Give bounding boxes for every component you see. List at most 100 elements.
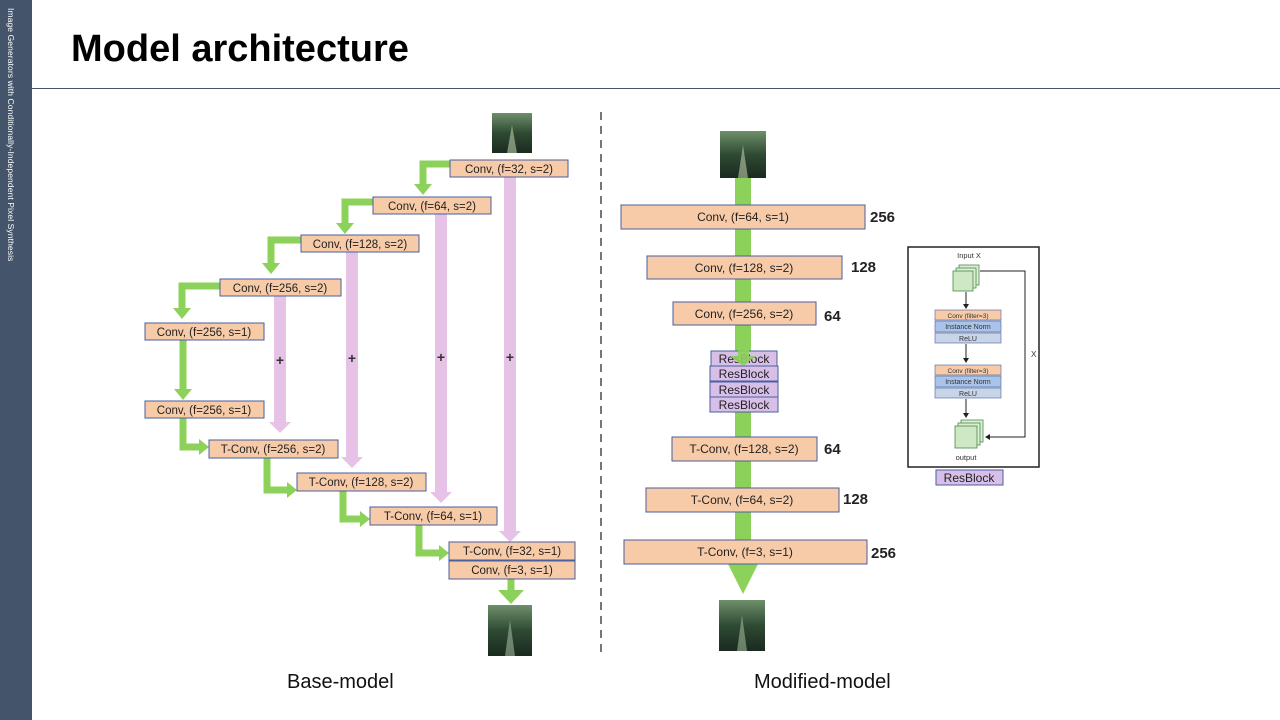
base-block-label: T-Conv, (f=256, s=2) — [221, 444, 326, 456]
flow-arrow — [341, 198, 374, 225]
base-block: Conv, (f=256, s=1) — [144, 400, 265, 419]
skip-connections — [269, 177, 521, 542]
size-label: 64 — [824, 308, 841, 325]
flow-arrow — [419, 160, 450, 186]
mod-block-label: T-Conv, (f=128, s=2) — [689, 442, 798, 456]
mod-block: Conv, (f=64, s=1) — [620, 204, 866, 230]
skip-plus: + — [348, 350, 356, 366]
base-block: T-Conv, (f=128, s=2) — [296, 472, 427, 492]
mod-block-label: T-Conv, (f=3, s=1) — [697, 545, 793, 559]
arrow-head — [414, 184, 432, 195]
slide-title: Model architecture — [71, 28, 409, 70]
residual-connection — [980, 270, 1026, 438]
resblock: ResBlock — [709, 381, 779, 398]
input-image — [492, 113, 532, 153]
arrow-head — [199, 439, 209, 455]
base-block: Conv, (f=256, s=2) — [219, 278, 342, 297]
resblock: ResBlock — [709, 365, 779, 382]
arrow-head — [173, 308, 191, 319]
arrow-head — [360, 511, 370, 527]
resblock: ResBlock — [709, 396, 779, 413]
flow-arrow — [178, 282, 221, 310]
base-block-label: Conv, (f=64, s=2) — [388, 201, 476, 213]
mod-block: Conv, (f=256, s=2) — [672, 301, 817, 326]
mod-block-label: Conv, (f=256, s=2) — [695, 307, 794, 321]
layer-label: ReLU — [959, 336, 977, 343]
base-block-label: T-Conv, (f=128, s=2) — [309, 477, 414, 489]
mod-block: T-Conv, (f=128, s=2) — [671, 436, 818, 462]
resblock-label: ResBlock — [719, 398, 771, 412]
output-label: output — [956, 453, 978, 462]
arrow-head — [336, 223, 354, 234]
title-divider — [32, 88, 1280, 89]
flow-arrow — [179, 418, 200, 451]
arrow-head — [730, 338, 756, 366]
base-block: Conv, (f=32, s=2) — [449, 159, 569, 178]
caption-modified-model: Modified-model — [754, 671, 891, 693]
mod-block-label: T-Conv, (f=64, s=2) — [691, 493, 794, 507]
layer-label: Conv (filter=3) — [948, 368, 989, 375]
size-label: 128 — [851, 259, 876, 276]
skip-plus: + — [437, 349, 445, 365]
layer-label: ReLU — [959, 391, 977, 398]
mod-block: T-Conv, (f=64, s=2) — [645, 487, 840, 513]
resblock-label: ResBlock — [719, 383, 771, 397]
mod-block-label: Conv, (f=128, s=2) — [695, 261, 794, 275]
resblock-legend-label: ResBlock — [944, 471, 996, 485]
arrow-head — [498, 590, 524, 604]
arrow-head — [174, 389, 192, 400]
flow-arrow — [415, 525, 440, 557]
base-block: T-Conv, (f=32, s=1) — [448, 541, 576, 561]
arrow-head — [439, 545, 449, 561]
base-block-label: T-Conv, (f=64, s=1) — [384, 511, 482, 523]
skip-connection — [269, 296, 291, 433]
base-block: Conv, (f=128, s=2) — [300, 234, 420, 253]
output-image — [488, 605, 532, 656]
base-block-label: Conv, (f=128, s=2) — [313, 239, 408, 251]
flow-arrow — [263, 458, 288, 494]
size-label: 64 — [824, 441, 841, 458]
layer-label: Instance Norm — [945, 379, 991, 386]
size-label: 256 — [870, 209, 895, 226]
base-block: T-Conv, (f=64, s=1) — [369, 506, 498, 526]
base-block-label: Conv, (f=256, s=1) — [157, 405, 252, 417]
skip-connection — [341, 252, 363, 468]
flow-arrows — [178, 160, 515, 592]
mod-block: T-Conv, (f=3, s=1) — [623, 539, 868, 565]
arrow-head — [728, 564, 758, 594]
resblock-detail: Input X Conv (filter=3) Instance Norm Re… — [907, 246, 1040, 468]
output-image — [719, 600, 765, 651]
mod-block: Conv, (f=128, s=2) — [646, 255, 843, 280]
input-label: Input X — [957, 251, 981, 260]
skip-connection — [499, 177, 521, 542]
resblock-label: ResBlock — [719, 367, 771, 381]
skip-connection — [430, 214, 452, 503]
size-label: 128 — [843, 491, 868, 508]
base-block-label: T-Conv, (f=32, s=1) — [463, 546, 561, 558]
output-tensor-icon — [954, 419, 984, 449]
sidebar: Image Generators with Conditionally-Inde… — [0, 0, 32, 720]
mod-block-label: Conv, (f=64, s=1) — [697, 210, 789, 224]
base-block-label: Conv, (f=3, s=1) — [471, 565, 553, 577]
base-block: T-Conv, (f=256, s=2) — [208, 439, 339, 459]
resblock-legend: ResBlock — [935, 469, 1004, 486]
layer-label: Conv (filter=3) — [948, 313, 989, 320]
skip-plus: + — [276, 352, 284, 368]
flow-arrow — [339, 491, 361, 523]
caption-base-model: Base-model — [287, 671, 394, 693]
base-block: Conv, (f=256, s=1) — [144, 322, 265, 341]
input-image — [720, 131, 766, 178]
base-block: Conv, (f=3, s=1) — [448, 560, 576, 580]
base-block-label: Conv, (f=256, s=1) — [157, 327, 252, 339]
size-label: 256 — [871, 545, 896, 562]
base-block-label: Conv, (f=32, s=2) — [465, 164, 553, 176]
input-tensor-icon — [952, 264, 980, 292]
skip-plus: + — [506, 349, 514, 365]
arrow-head — [262, 263, 280, 274]
base-block: Conv, (f=64, s=2) — [372, 196, 492, 215]
base-block-label: Conv, (f=256, s=2) — [233, 283, 328, 295]
flow-arrow — [267, 236, 302, 265]
layer-label: Instance Norm — [945, 324, 991, 331]
arrow-head — [287, 482, 297, 498]
